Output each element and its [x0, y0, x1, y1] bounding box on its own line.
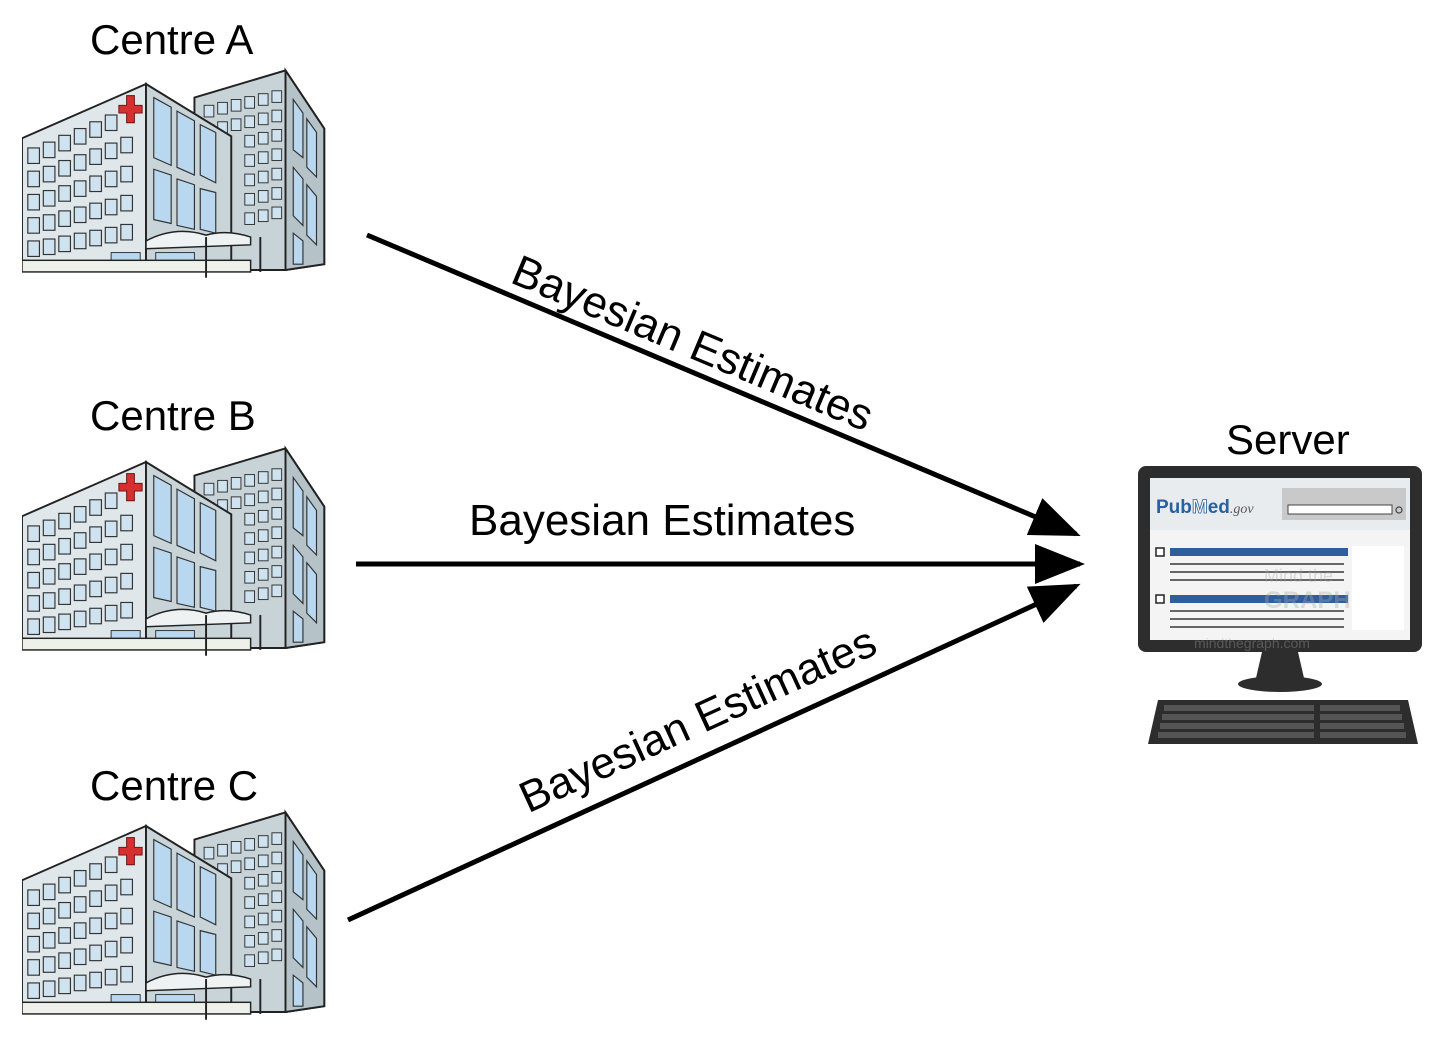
centre-a-label: Centre A [90, 16, 254, 63]
server-computer-icon [1138, 466, 1422, 744]
watermark: Mind the GRAPH mindthegraph.com [1194, 566, 1351, 651]
watermark-line1: Mind the [1264, 566, 1333, 586]
hospital-building-c-icon [22, 811, 326, 1021]
screen-brand-text: PubMed.gov [1156, 497, 1254, 518]
hospital-building-a-icon [22, 69, 326, 279]
watermark-line2: GRAPH [1264, 587, 1351, 614]
arrow-centre-c-to-server [346, 583, 1081, 923]
centre-c-label: Centre C [90, 762, 259, 809]
centre-b-label: Centre B [90, 392, 256, 439]
arrow-centre-a-to-server [366, 232, 1081, 537]
hospital-building-b-icon [22, 447, 326, 657]
edge-label-centre-b: Bayesian Estimates [469, 496, 856, 545]
server-label: Server [1226, 416, 1350, 463]
watermark-url: mindthegraph.com [1194, 635, 1310, 651]
